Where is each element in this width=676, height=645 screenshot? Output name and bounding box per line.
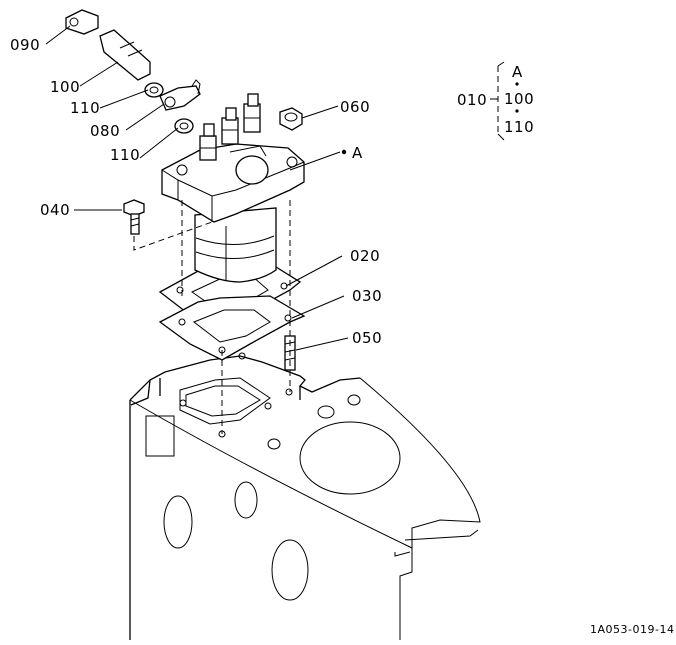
callout-060: 060 (340, 98, 370, 116)
kit-ref-label: A (512, 63, 523, 81)
callout-020: 020 (350, 247, 380, 265)
callout-080: 080 (90, 122, 120, 140)
alignment-lines (133, 200, 291, 434)
callout-050: 050 (352, 329, 382, 347)
callout-030: 030 (352, 287, 382, 305)
callout-a-dot (341, 149, 347, 155)
kit-bracket: 010 A 100 110 (457, 61, 534, 141)
callout-040: 040 (40, 201, 70, 219)
drawing-code: 1A053-019-14 (590, 623, 674, 636)
kit-dot-1 (515, 82, 519, 86)
pipe-100 (99, 29, 151, 81)
nut-060 (279, 107, 303, 131)
callout-labels: 090 100 110 080 110 060 040 020 030 050 … (10, 36, 382, 347)
kit-item-100: 100 (504, 90, 534, 108)
callout-110-lower: 110 (110, 146, 140, 164)
bolt-040 (123, 199, 145, 235)
injection-pump (161, 93, 305, 283)
callout-110-upper: 110 (70, 99, 100, 117)
washer-110-upper (144, 82, 164, 98)
kit-dot-2 (515, 109, 519, 113)
kit-item-110: 110 (504, 118, 534, 136)
kit-main-label: 010 (457, 91, 487, 109)
washer-110-lower (174, 118, 194, 134)
callout-a: A (352, 144, 363, 162)
gasket-030 (158, 295, 306, 361)
callout-090: 090 (10, 36, 40, 54)
callout-100: 100 (50, 78, 80, 96)
engine-block (129, 355, 481, 640)
banjo-080 (159, 79, 201, 111)
fitting-090 (65, 9, 99, 35)
leader-lines (45, 25, 349, 351)
